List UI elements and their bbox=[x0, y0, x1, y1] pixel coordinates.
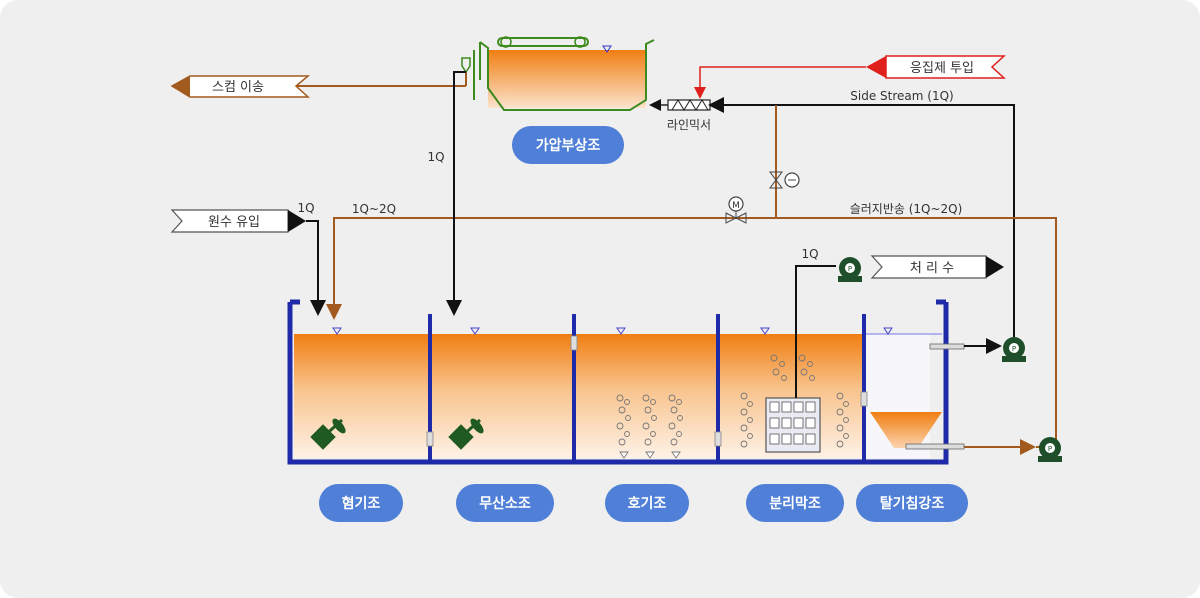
stage-pill-anaerobic: 혐기조 bbox=[319, 484, 403, 522]
scum-hopper bbox=[461, 57, 471, 74]
scum-arrow-head bbox=[172, 76, 190, 97]
aerobic-diffusers bbox=[619, 451, 681, 459]
partition-2-opening bbox=[570, 335, 578, 351]
flow-meter-icon bbox=[784, 172, 800, 188]
line-mixer-label: 라인믹서 bbox=[667, 118, 711, 132]
water-level-icon bbox=[470, 327, 480, 335]
treated-water-arrow: 처 리 수 bbox=[870, 255, 1004, 279]
check-valve-icon bbox=[769, 171, 783, 189]
motor-label: M bbox=[732, 201, 740, 211]
skimmer-belt bbox=[497, 37, 589, 47]
permeate-pipe bbox=[795, 265, 836, 398]
coagulant-pipe bbox=[694, 66, 866, 99]
skimmer-wheel-right bbox=[574, 36, 586, 48]
side-stream-pipe bbox=[708, 97, 1015, 340]
stage-pill-anoxic: 무산소조 bbox=[456, 484, 554, 522]
flotation-water-level-icon bbox=[602, 45, 612, 53]
treated-arrow-head bbox=[986, 256, 1004, 278]
membrane-bubbles bbox=[740, 354, 849, 448]
flotation-water bbox=[488, 50, 646, 108]
membrane-module bbox=[765, 397, 821, 453]
scum-arrow-label: 스컴 이송 bbox=[212, 80, 264, 95]
raw-water-arrow-head bbox=[288, 210, 306, 232]
partition-3-opening bbox=[714, 431, 722, 447]
bioreactor bbox=[287, 299, 965, 465]
raw-water-arrow-box bbox=[170, 209, 289, 233]
sludge-pump-label: P bbox=[1048, 445, 1052, 453]
flotation-pill: 가압부상조 bbox=[512, 126, 624, 164]
side-stream-label: Side Stream (1Q) bbox=[850, 89, 953, 103]
settling-outlet-lower bbox=[905, 443, 965, 450]
side-stream-pump-label: P bbox=[1012, 345, 1016, 353]
raw-water-flow-label: 1Q bbox=[297, 201, 314, 215]
stage-pill-membrane: 분리막조 bbox=[746, 484, 844, 522]
sludge-return-label: 슬러지반송 (1Q~2Q) bbox=[850, 202, 963, 216]
treated-flow-label: 1Q bbox=[801, 247, 818, 261]
stage-pill-settling: 탈기침강조 bbox=[856, 484, 968, 522]
anaerobic-mixer-icon bbox=[310, 418, 346, 450]
flotation-wall bbox=[479, 39, 655, 111]
motor-valve-icon: M bbox=[725, 196, 747, 224]
tank-outer-wall bbox=[287, 299, 949, 465]
treated-water-label: 처 리 수 bbox=[910, 261, 954, 276]
flotation-tank bbox=[461, 36, 655, 111]
partition-1-opening bbox=[426, 431, 434, 447]
permeate-pump-label: P bbox=[848, 265, 852, 273]
stage-pill-aerobic: 호기조 bbox=[605, 484, 689, 522]
treated-arrow-box bbox=[870, 255, 987, 279]
flow-1q-2q-label: 1Q~2Q bbox=[352, 202, 396, 216]
water-level-icon bbox=[332, 327, 342, 335]
raw-water-arrow: 원수 유입 bbox=[170, 209, 306, 233]
flotation-return-flow-label: 1Q bbox=[427, 150, 444, 164]
skimmer-wheel-left bbox=[500, 36, 512, 48]
flotation-return-pipe bbox=[446, 71, 466, 316]
water-level-icon bbox=[760, 327, 770, 335]
water-level-icon bbox=[616, 327, 626, 335]
coagulant-arrow-head bbox=[866, 56, 886, 78]
water-level-icon bbox=[883, 327, 893, 335]
partition-4-opening bbox=[860, 391, 868, 407]
side-stream-pump-icon: P bbox=[1002, 337, 1026, 362]
scum-transfer-arrow: 스컴 이송 bbox=[170, 75, 311, 98]
anoxic-mixer-icon bbox=[448, 418, 484, 450]
line-mixer-blades bbox=[671, 99, 709, 111]
raw-water-pipe bbox=[306, 220, 326, 316]
membrane-cells bbox=[769, 401, 816, 445]
coagulant-arrow: 응집제 투입 bbox=[866, 55, 1006, 79]
settling-cone bbox=[870, 412, 942, 448]
permeate-pump-icon: P bbox=[838, 257, 862, 282]
coagulant-arrow-label: 응집제 투입 bbox=[910, 61, 974, 76]
sludge-pump-icon: P bbox=[1038, 437, 1062, 462]
settling-outlet-upper bbox=[929, 343, 965, 350]
line-mixer: 라인믹서 bbox=[667, 99, 711, 132]
aerobic-bubbles bbox=[616, 394, 683, 446]
raw-water-label: 원수 유입 bbox=[208, 215, 260, 230]
